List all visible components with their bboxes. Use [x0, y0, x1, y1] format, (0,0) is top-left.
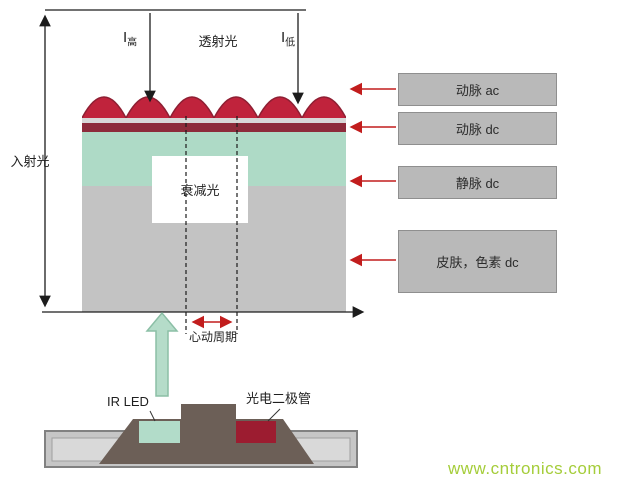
- layer-top-strip: [82, 118, 346, 123]
- photodiode-pointer-line: [267, 408, 281, 422]
- legend-label-skin-pigment-dc: 皮肤，色素 dc: [436, 255, 519, 270]
- ir-led-chip: [139, 421, 180, 443]
- sensor-tray-outer: [44, 430, 358, 468]
- pulse-bumps-shape: [81, 96, 347, 120]
- i-low-subscript: 低: [285, 37, 296, 49]
- legend-label-artery-ac: 动脉 ac: [455, 83, 500, 98]
- transmitted-light-label: 透射光: [198, 34, 238, 49]
- i-high-subscript: 高: [127, 37, 138, 49]
- attenuated-light-label: 衰减光: [180, 183, 220, 198]
- photodiode-label: 光电二极管: [246, 391, 312, 406]
- sensor-tray-inner: [51, 437, 351, 462]
- layer-artery-dc: [82, 123, 346, 132]
- ir-led-label: IR LED: [107, 394, 149, 409]
- watermark-text: www.cntronics.com: [448, 459, 602, 478]
- legend-label-artery-dc: 动脉 dc: [455, 122, 500, 137]
- legend-box-artery-dc: 动脉 dc: [398, 112, 557, 145]
- legend-box-skin-pigment-dc: 皮肤，色素 dc: [398, 230, 557, 293]
- i-high-label: I高: [123, 29, 137, 49]
- cardiac-cycle-label: 心动周期: [188, 330, 237, 344]
- ir-led-pointer-line: [149, 410, 156, 422]
- photodiode-chip: [236, 421, 276, 443]
- i-high-symbol: I: [123, 29, 128, 46]
- arterial-pulse-bumps: [81, 90, 347, 120]
- legend-label-vein-dc: 静脉 dc: [455, 176, 500, 191]
- emitted-light-arrow: [145, 311, 179, 397]
- sensor-body: [99, 404, 314, 464]
- incident-light-label: 入射光: [10, 154, 50, 169]
- attenuated-light-box: 衰减光: [152, 156, 248, 223]
- i-low-symbol: I: [281, 29, 286, 46]
- legend-box-artery-ac: 动脉 ac: [398, 73, 557, 106]
- i-low-label: I低: [281, 29, 295, 49]
- legend-box-vein-dc: 静脉 dc: [398, 166, 557, 199]
